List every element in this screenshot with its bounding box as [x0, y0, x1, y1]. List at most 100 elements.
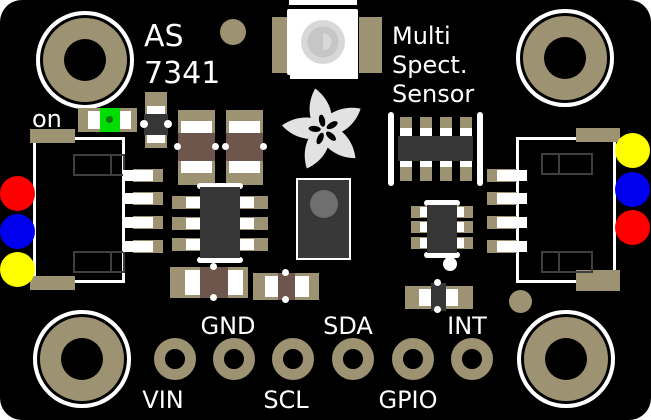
connector-tab	[30, 276, 75, 290]
pad-gnd	[213, 338, 255, 380]
resistor-end	[295, 276, 309, 297]
connector-detail-line	[558, 253, 560, 271]
pad-label-gpio: GPIO	[378, 386, 438, 414]
solder-dot	[222, 143, 229, 150]
solder-dot	[174, 143, 181, 150]
ic-pad	[440, 167, 452, 181]
pad-label-int: INT	[447, 312, 487, 340]
led-silk-bar	[289, 0, 357, 5]
wire-dot-red	[615, 210, 650, 245]
ic-pad	[400, 117, 412, 131]
resistor-end	[419, 289, 432, 306]
wire-dot-red	[0, 176, 35, 211]
solder-dot	[434, 306, 441, 313]
mounting-hole-top-left	[64, 39, 106, 81]
level-shifter-ic	[398, 136, 473, 161]
connector-detail-line	[110, 156, 112, 174]
solder-dot	[260, 143, 267, 150]
led-lens-icon	[301, 20, 345, 64]
connector-pin	[497, 170, 527, 181]
connector-pin	[123, 241, 153, 252]
board-subtitle-line1: Multi	[392, 22, 451, 50]
via	[509, 290, 532, 313]
resistor-end	[265, 276, 279, 297]
resistor-end	[445, 289, 458, 306]
solder-dot	[140, 120, 148, 128]
ic-pin	[420, 207, 428, 217]
ic-pin	[440, 160, 452, 169]
ic-pin	[456, 238, 464, 248]
ic-pin	[186, 239, 200, 250]
capacitor-end	[181, 121, 212, 134]
capacitor-end	[229, 121, 260, 134]
pad-int	[451, 338, 493, 380]
ic-pad	[460, 117, 472, 131]
connector-pin	[497, 193, 527, 204]
resistor-center	[144, 114, 168, 135]
capacitor-end	[228, 270, 243, 295]
resistor-center	[278, 273, 295, 300]
connector-tab	[576, 270, 620, 291]
adafruit-flower-logo-icon	[277, 81, 371, 175]
board-subtitle-line2: Spect.	[392, 51, 468, 79]
resistor-center	[431, 283, 446, 311]
connector-detail-line	[558, 155, 560, 173]
solder-dot	[212, 143, 219, 150]
silk-dot	[443, 257, 457, 271]
connector-detail-line	[110, 253, 112, 271]
wire-dot-blue	[615, 172, 650, 207]
connector-tab	[576, 128, 620, 142]
ic-pin	[240, 197, 254, 208]
connector-pin	[123, 193, 153, 204]
ic-pin	[400, 160, 412, 169]
capacitor-end	[185, 270, 200, 295]
ic-pin	[186, 197, 200, 208]
board-subtitle-line3: Sensor	[392, 80, 475, 108]
ic-pad	[440, 117, 452, 131]
spectral-sensor-chip	[296, 178, 351, 260]
connector-detail	[73, 251, 125, 273]
ic-pin	[400, 128, 412, 137]
ic-pin	[240, 239, 254, 250]
capacitor-body	[178, 133, 215, 161]
led-silk-bar	[290, 74, 358, 79]
ic-pin	[420, 160, 432, 169]
ic-silk-bar	[388, 112, 394, 186]
ic-pin	[440, 128, 452, 137]
ic-pin	[186, 218, 200, 229]
pad-gpio	[392, 338, 434, 380]
led-pad	[359, 17, 382, 73]
connector-pin	[497, 241, 527, 252]
ic-pin	[456, 207, 464, 217]
wire-dot-yellow	[615, 133, 650, 168]
ic-silk-bar	[424, 252, 460, 258]
connector-pin	[123, 217, 153, 228]
ic-pad	[460, 167, 472, 181]
pad-vin	[154, 338, 196, 380]
pad-label-sda: SDA	[323, 312, 373, 340]
capacitor-body	[226, 133, 263, 161]
wire-dot-blue	[0, 214, 35, 249]
solder-dot	[282, 296, 289, 303]
ic-pin	[420, 222, 428, 232]
connector-detail	[73, 154, 125, 176]
pad-label-vin: VIN	[142, 386, 184, 414]
resistor-end	[147, 133, 165, 143]
connector-pin	[123, 170, 153, 181]
pad-label-gnd: GND	[200, 312, 256, 340]
board-title-line2: 7341	[144, 56, 221, 91]
solder-dot	[210, 294, 217, 301]
connector-pin	[497, 217, 527, 228]
pad-scl	[272, 338, 314, 380]
mounting-hole-bottom-left	[61, 338, 103, 380]
solder-dot	[164, 120, 172, 128]
capacitor-end	[229, 160, 260, 173]
ic-pin	[460, 160, 472, 169]
power-led-contact	[119, 111, 131, 129]
ic-silk-bar	[424, 200, 460, 206]
pad-label-scl: SCL	[263, 386, 309, 414]
ic-silk-bar	[477, 112, 483, 186]
